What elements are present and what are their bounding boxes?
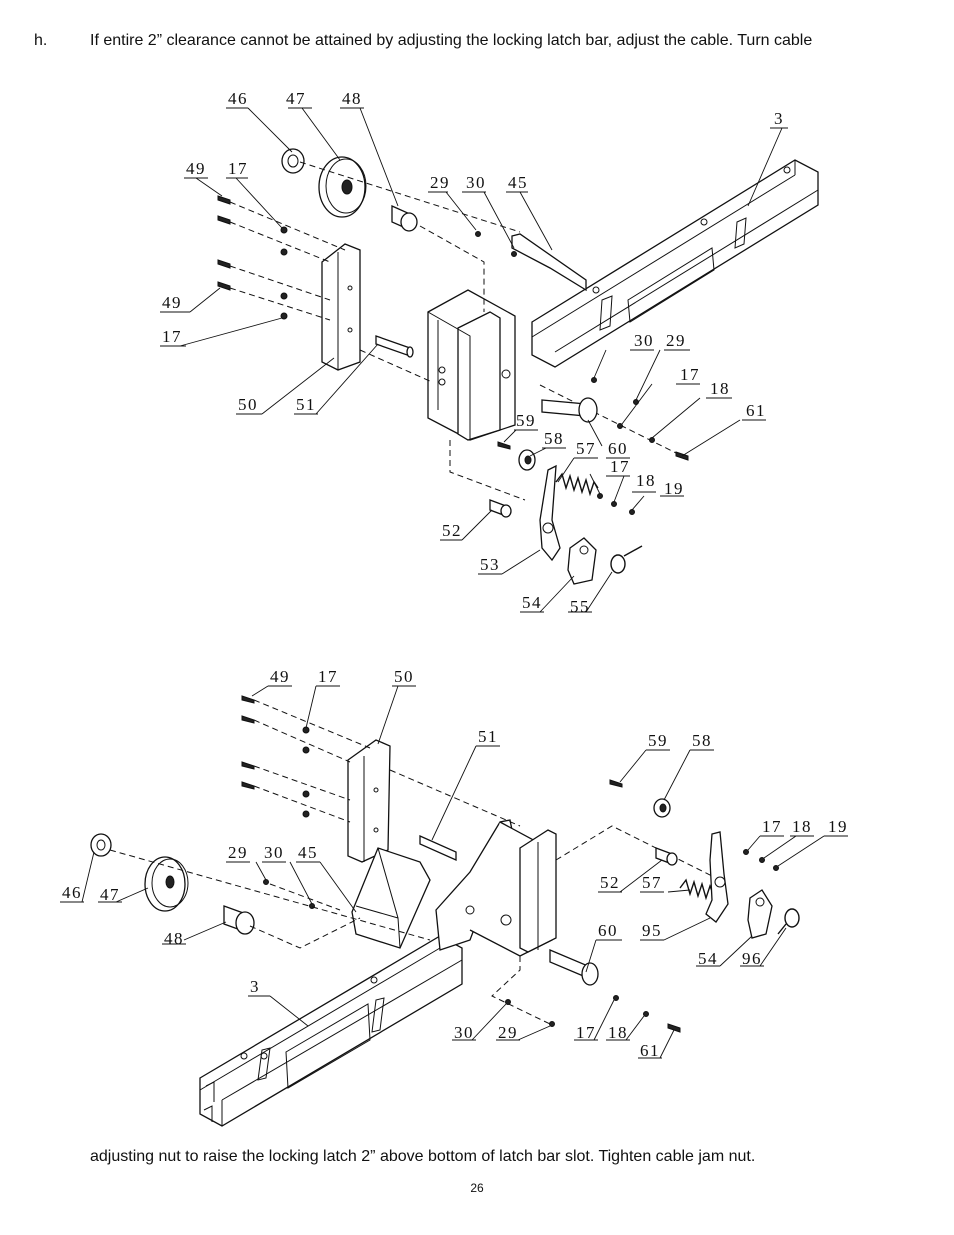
callout-53: 53 [480,555,500,574]
callout-51: 51 [478,727,498,746]
callout-47: 47 [100,885,120,904]
callout-29: 29 [498,1023,518,1042]
callout-55: 55 [570,597,590,616]
callout-17: 17 [610,457,630,476]
callout-54: 54 [522,593,542,612]
callout-48: 48 [164,929,184,948]
step-continuation-text: adjusting nut to raise the locking latch… [90,1148,756,1165]
callout-57: 57 [642,873,662,892]
callout-46: 46 [228,89,248,108]
callout-54: 54 [698,949,718,968]
callout-59: 59 [648,731,668,750]
callout-18: 18 [792,817,812,836]
callout-60: 60 [608,439,628,458]
callout-58: 58 [692,731,712,750]
bottom-callout-leaders [60,685,848,1059]
page-number: 26 [470,1181,484,1195]
step-text: If entire 2” clearance cannot be attaine… [90,32,813,49]
callout-57: 57 [576,439,596,458]
callout-17: 17 [762,817,782,836]
callout-50: 50 [238,395,258,414]
callout-17: 17 [162,327,182,346]
callout-95: 95 [642,921,662,940]
callout-19: 19 [664,479,684,498]
callout-29: 29 [430,173,450,192]
callout-18: 18 [608,1023,628,1042]
callout-49: 49 [270,667,290,686]
top-callout-labels: 46 47 48 3 49 17 29 30 45 49 17 30 29 17… [162,89,784,616]
step-letter: h. [34,32,48,49]
callout-17: 17 [576,1023,596,1042]
callout-30: 30 [454,1023,474,1042]
callout-60: 60 [598,921,618,940]
callout-47: 47 [286,89,306,108]
callout-59: 59 [516,411,536,430]
callout-30: 30 [466,173,486,192]
callout-45: 45 [508,173,528,192]
callout-96: 96 [742,949,762,968]
callout-18: 18 [710,379,730,398]
callout-17: 17 [680,365,700,384]
bottom-assembly-drawing [90,695,800,1127]
top-assembly-drawing [217,148,819,585]
bottom-callout-labels: 49 17 50 51 59 58 17 18 19 29 30 45 52 5… [62,667,848,1060]
callout-50: 50 [394,667,414,686]
callout-30: 30 [264,843,284,862]
callout-61: 61 [640,1041,660,1060]
callout-3: 3 [250,977,260,996]
callout-17: 17 [228,159,248,178]
callout-52: 52 [442,521,462,540]
callout-49: 49 [186,159,206,178]
callout-29: 29 [666,331,686,350]
callout-45: 45 [298,843,318,862]
callout-52: 52 [600,873,620,892]
callout-30: 30 [634,331,654,350]
callout-61: 61 [746,401,766,420]
callout-51: 51 [296,395,316,414]
callout-3: 3 [774,109,784,128]
callout-49: 49 [162,293,182,312]
callout-29: 29 [228,843,248,862]
callout-18: 18 [636,471,656,490]
callout-46: 46 [62,883,82,902]
callout-17: 17 [318,667,338,686]
callout-58: 58 [544,429,564,448]
callout-19: 19 [828,817,848,836]
top-callout-leaders [160,107,788,613]
callout-48: 48 [342,89,362,108]
